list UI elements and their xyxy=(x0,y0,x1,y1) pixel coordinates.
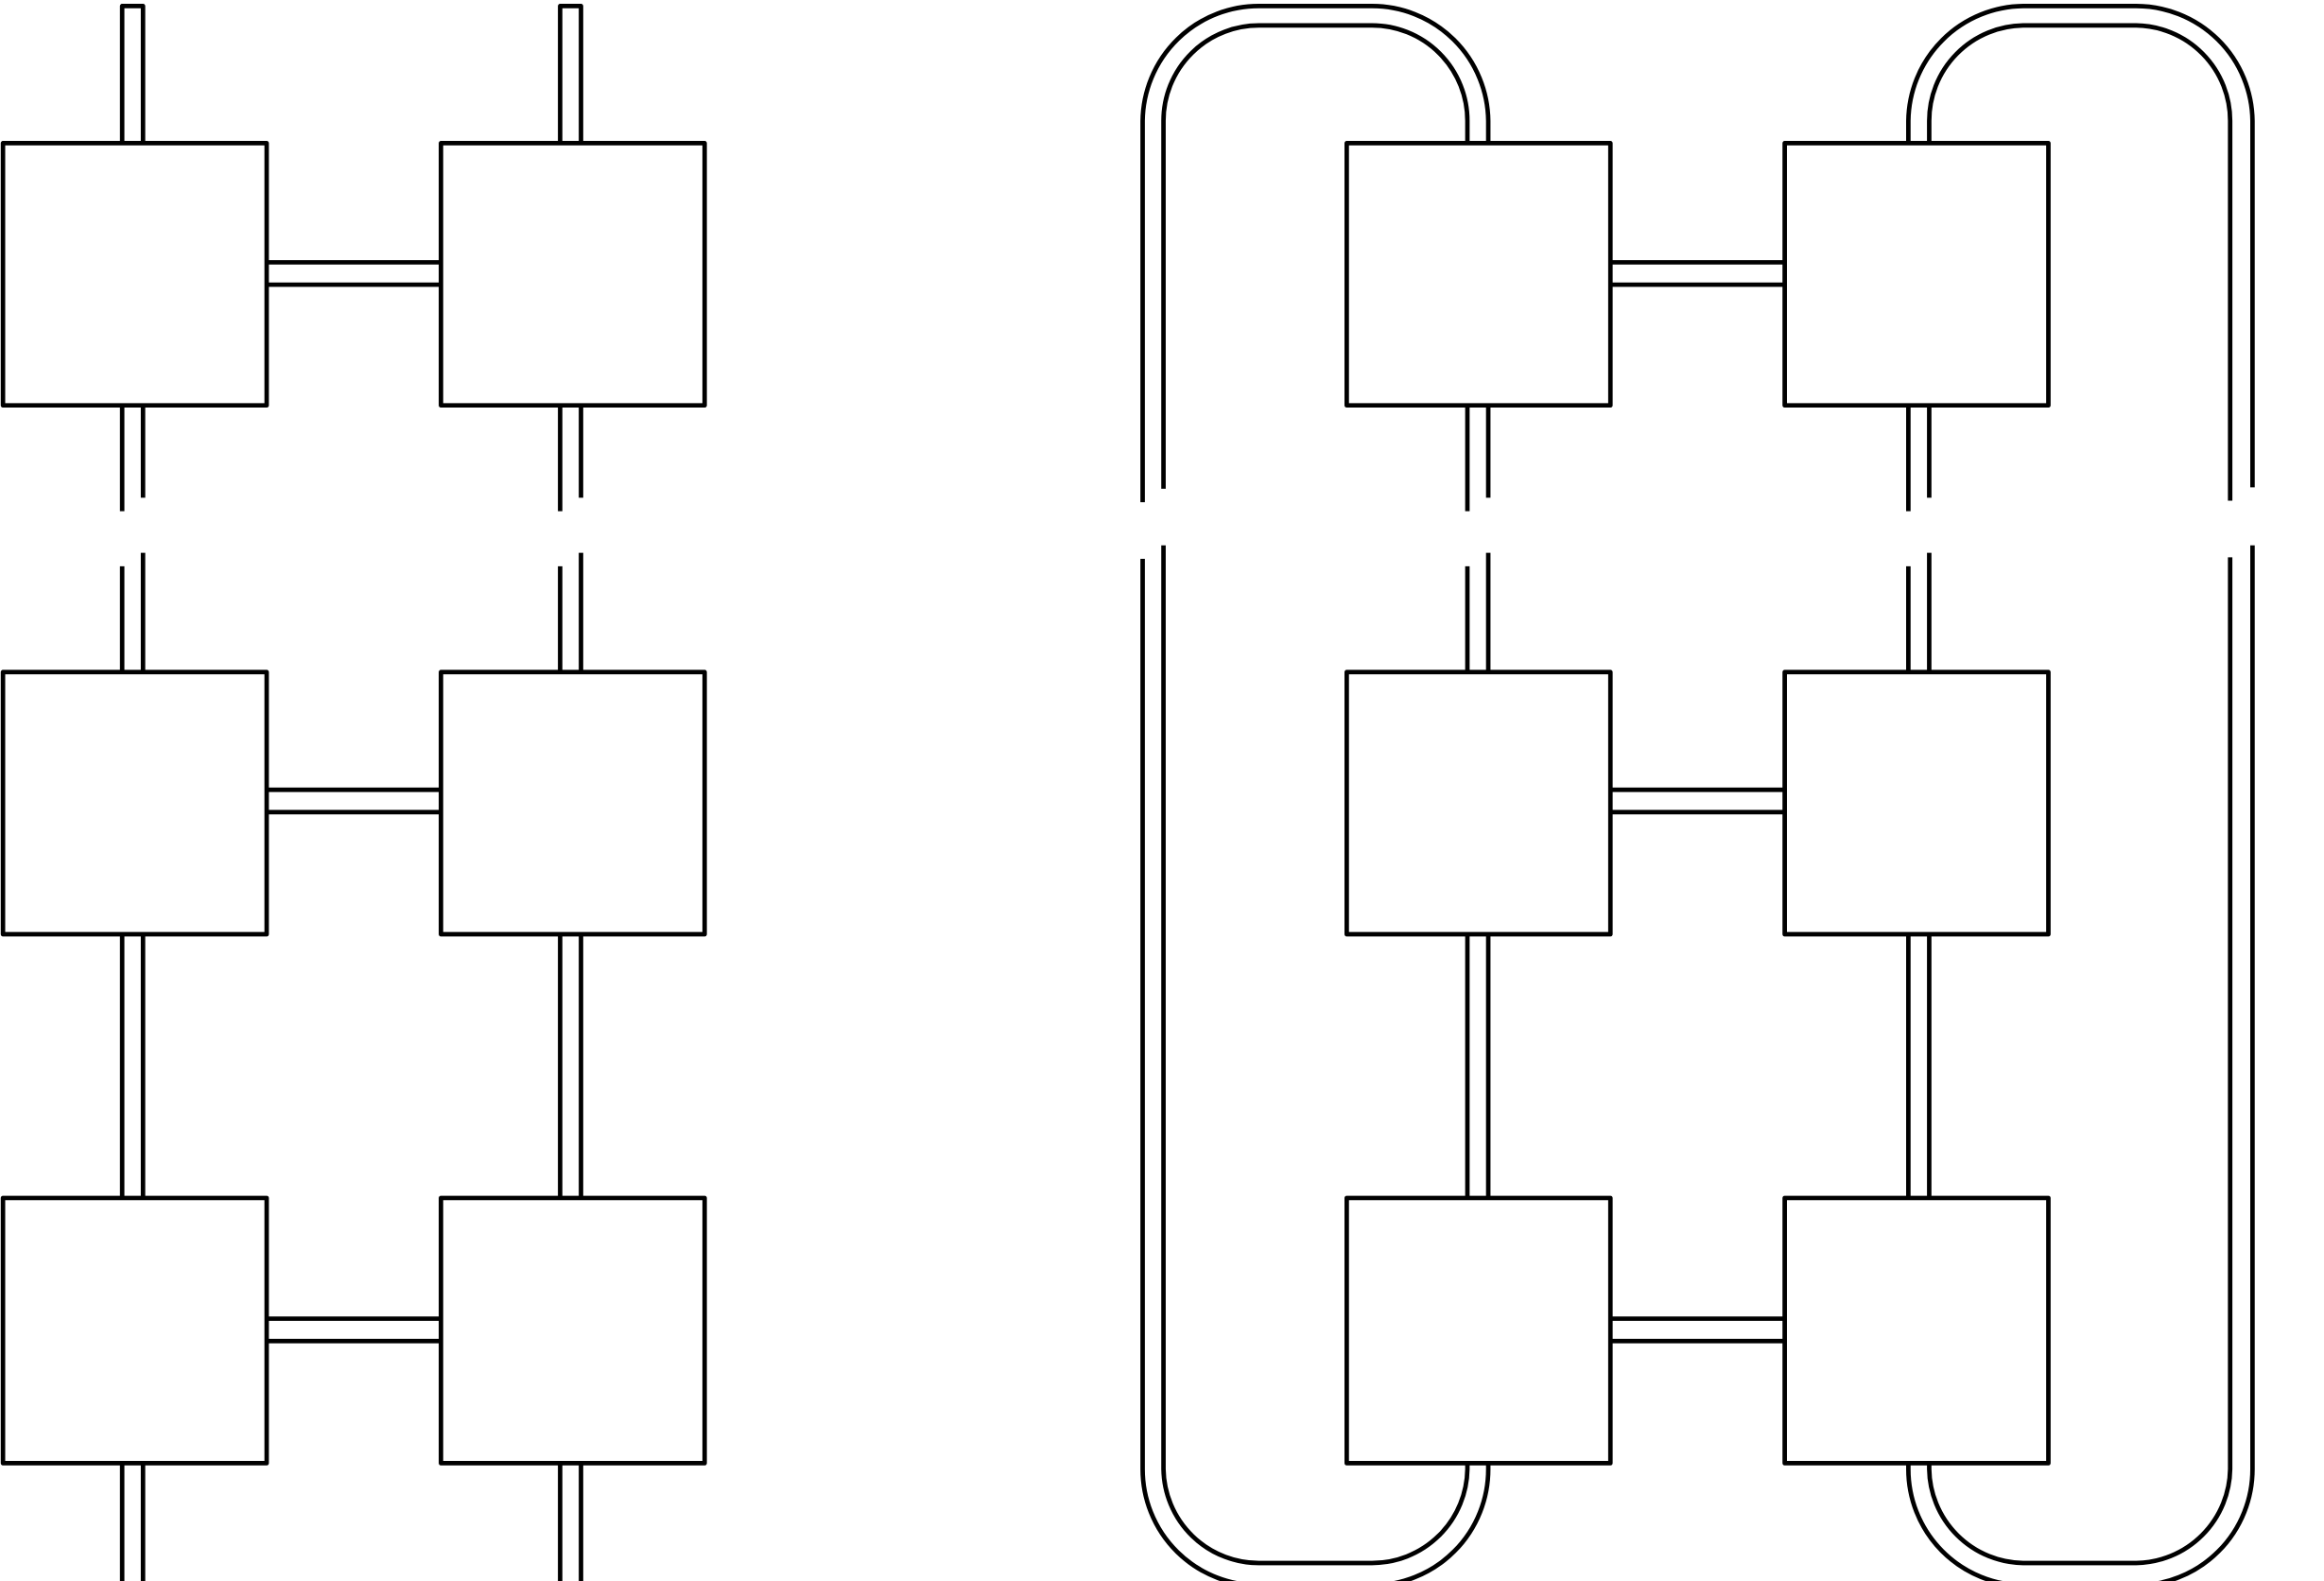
right-node-box xyxy=(1782,141,2051,408)
right-periodic-loop-top xyxy=(1927,23,2233,501)
right-node-box xyxy=(1344,1195,1613,1466)
left-node-box xyxy=(439,669,707,937)
right-periodic-loop-top xyxy=(1161,23,1470,489)
left-node-box xyxy=(439,1195,707,1466)
right-periodic-loop-bottom xyxy=(1161,545,1470,1566)
right-periodic-loop-bottom xyxy=(1927,557,2233,1566)
right-node-box xyxy=(1344,669,1613,937)
left-top-open-leg xyxy=(558,4,583,144)
left-node-box xyxy=(0,141,269,408)
left-node-box xyxy=(0,1195,269,1466)
left-node-box xyxy=(439,141,707,408)
right-node-box xyxy=(1782,669,2051,937)
left-bottom-open-leg xyxy=(558,1463,583,1581)
right-periodic-loop-bottom xyxy=(1906,545,2255,1581)
right-node-box xyxy=(1782,1195,2051,1466)
left-bottom-open-leg xyxy=(119,1463,146,1581)
right-periodic-loop-top xyxy=(1906,4,2255,488)
left-node-box xyxy=(0,669,269,937)
right-periodic-loop-bottom xyxy=(1140,558,1491,1581)
right-periodic-loop-top xyxy=(1140,4,1491,503)
right-node-box xyxy=(1344,141,1613,408)
left-top-open-leg xyxy=(119,4,146,144)
